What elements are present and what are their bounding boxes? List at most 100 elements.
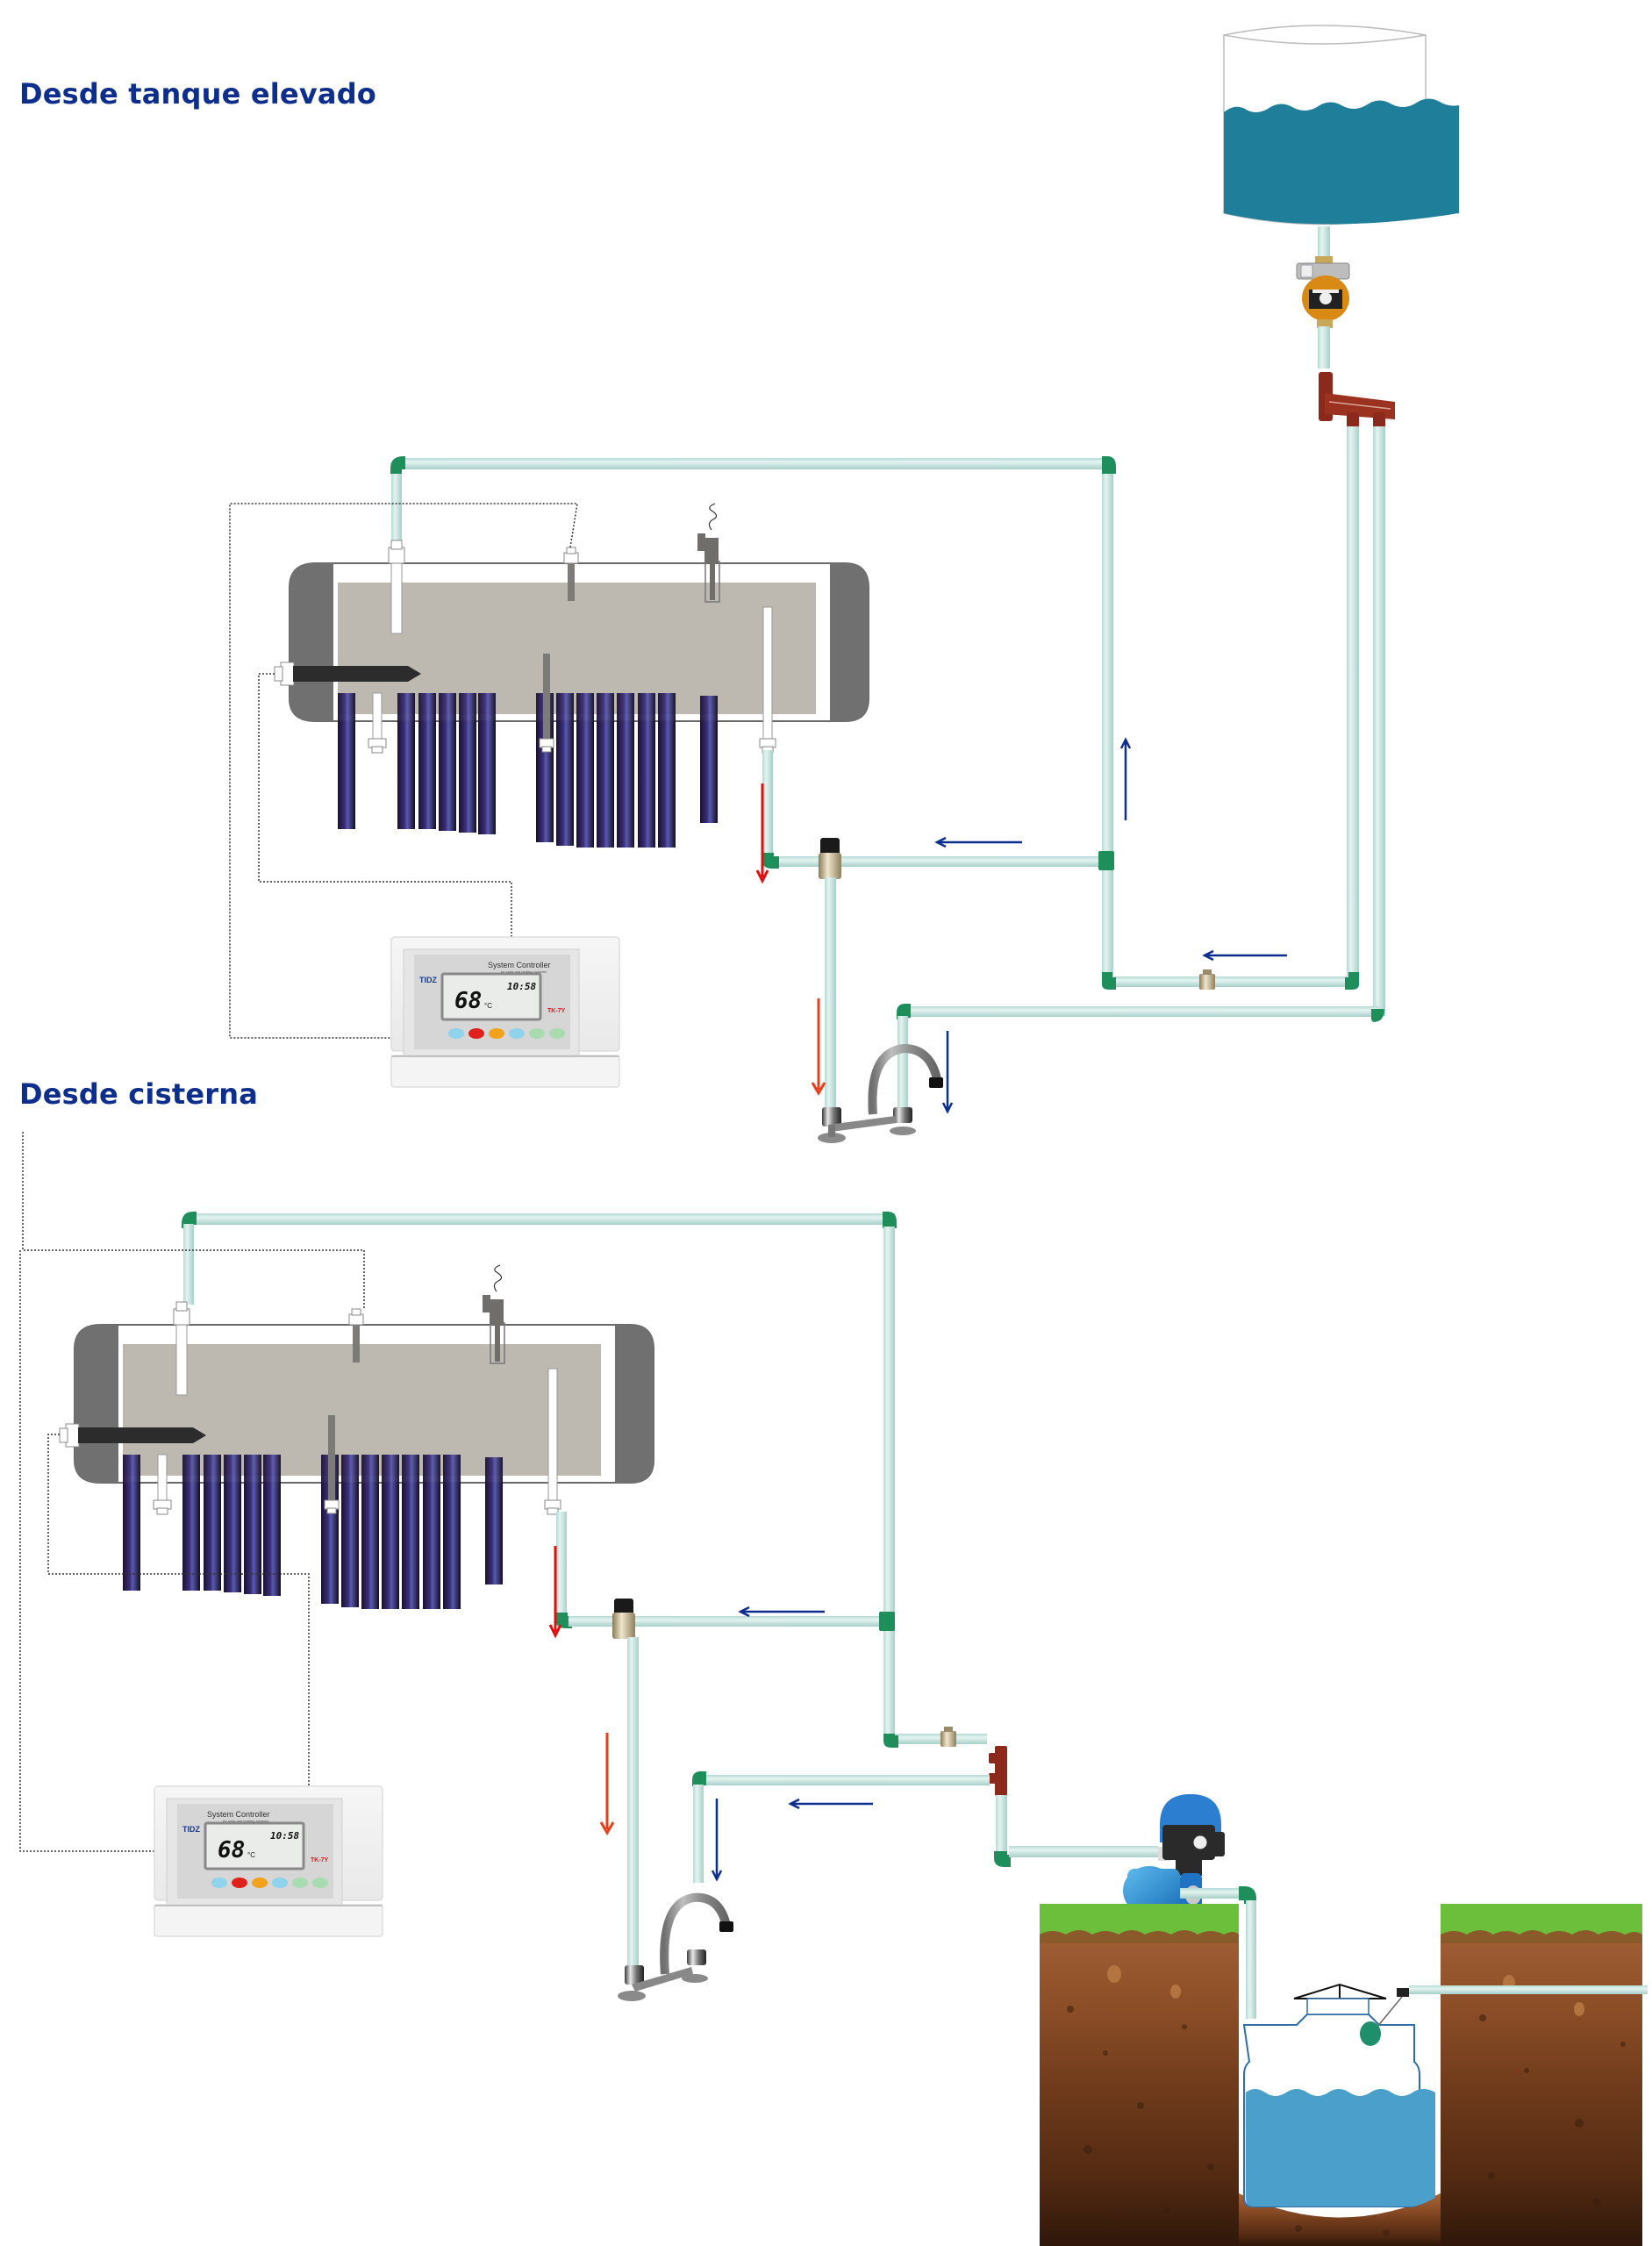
pipe-segment bbox=[693, 1785, 704, 1883]
distribution-manifold bbox=[1319, 372, 1395, 428]
pipe-segment bbox=[898, 1016, 908, 1112]
controller-buttons bbox=[448, 1028, 565, 1039]
pressurizer-pump bbox=[1296, 256, 1350, 328]
cold-water-arrow-down-icon bbox=[941, 1031, 954, 1114]
pipe-segment bbox=[1373, 426, 1385, 1016]
pipe-segment bbox=[902, 1006, 1380, 1017]
next-button[interactable] bbox=[272, 1878, 288, 1888]
solar-water-heater bbox=[274, 503, 869, 848]
tee-fitting bbox=[1098, 851, 1114, 870]
cold-water-arrow-left-icon bbox=[788, 1798, 873, 1810]
pipe-segment bbox=[1107, 976, 1356, 987]
elbow-fitting bbox=[1371, 1009, 1384, 1022]
set-button[interactable] bbox=[489, 1028, 504, 1039]
reset-button[interactable] bbox=[468, 1028, 484, 1039]
check-valve bbox=[940, 1727, 956, 1747]
hot-water-arrow-down-icon bbox=[599, 1733, 615, 1835]
down-button[interactable] bbox=[312, 1878, 328, 1888]
pipe-segment bbox=[890, 1734, 987, 1744]
hot-water-arrow-down-icon bbox=[548, 1546, 562, 1639]
controller-heading: System Controller bbox=[488, 961, 551, 969]
controller-temperature: 68 bbox=[454, 988, 482, 1014]
cold-water-arrow-up-icon bbox=[1119, 737, 1132, 820]
pipe-segment bbox=[776, 856, 1108, 867]
down-button[interactable] bbox=[549, 1028, 565, 1039]
section-title-cistern: Desde cisterna bbox=[19, 1077, 259, 1111]
faucet bbox=[618, 1892, 733, 2001]
pipe-segment bbox=[1009, 1846, 1158, 1857]
pipe-segment bbox=[1318, 226, 1330, 261]
cold-water-arrow-left-icon bbox=[1202, 949, 1287, 962]
check-valve bbox=[1199, 969, 1215, 990]
pipe-segment bbox=[183, 1224, 194, 1305]
pipe-segment bbox=[391, 465, 402, 546]
thermostatic-mixing-valve bbox=[612, 1599, 635, 1639]
elbow-fitting bbox=[994, 1851, 1011, 1867]
pipe-segment bbox=[556, 1512, 567, 1617]
cold-water-arrow-left-icon bbox=[934, 836, 1022, 848]
inlet-pipe bbox=[1409, 1985, 1648, 1994]
ground-cross-section bbox=[1040, 1904, 1642, 2246]
pipe-segment bbox=[1180, 1888, 1248, 1899]
controller-heading: System Controller bbox=[207, 1810, 270, 1819]
elevated-water-tank bbox=[1223, 25, 1459, 225]
controller-wiring-section-1 bbox=[229, 503, 578, 1039]
controller-buttons bbox=[211, 1878, 328, 1888]
pipe-segment bbox=[569, 1616, 889, 1627]
solar-controller-2: System Controller for solar and heating … bbox=[153, 1785, 384, 1938]
pipe-segment bbox=[189, 1213, 895, 1225]
pipe-segment bbox=[697, 1775, 990, 1785]
pipe-segment bbox=[1318, 326, 1330, 368]
next-button[interactable] bbox=[509, 1028, 525, 1039]
controller-time: 10:58 bbox=[270, 1830, 299, 1842]
lock-button[interactable] bbox=[448, 1028, 464, 1039]
flow-arrows-section-1 bbox=[755, 737, 1287, 1114]
thermostatic-mixing-valve bbox=[819, 838, 841, 879]
elbow-fitting bbox=[1345, 972, 1359, 990]
reset-button[interactable] bbox=[232, 1878, 247, 1888]
pipe-segment bbox=[1347, 426, 1359, 981]
pipe-segment bbox=[399, 458, 1112, 469]
controller-temp-unit: °C bbox=[247, 1851, 255, 1859]
up-button[interactable] bbox=[529, 1028, 545, 1039]
controller-temperature: 68 bbox=[218, 1837, 245, 1863]
elbow-fitting bbox=[1239, 1886, 1256, 1904]
elbow-fitting bbox=[390, 456, 405, 474]
elbow-fitting bbox=[883, 1734, 898, 1748]
controller-subheading: for solar and heating systems bbox=[501, 969, 547, 974]
pipe-segment bbox=[1102, 465, 1113, 983]
elbow-fitting bbox=[1102, 456, 1116, 474]
pipe-segment bbox=[1246, 1900, 1256, 2019]
elbow-fitting bbox=[692, 1771, 706, 1786]
controller-brand: TIDZ bbox=[182, 1825, 200, 1834]
cold-water-arrow-left-icon bbox=[738, 1606, 825, 1618]
cold-water-arrow-down-icon bbox=[711, 1799, 723, 1882]
controller-brand: TIDZ bbox=[419, 976, 437, 984]
float-valve bbox=[1360, 1988, 1409, 2046]
controller-model: TK-7Y bbox=[547, 1008, 566, 1014]
faucet bbox=[818, 1043, 943, 1143]
distribution-manifold bbox=[989, 1746, 1007, 1796]
elbow-fitting bbox=[883, 1212, 897, 1228]
tee-fitting bbox=[879, 1612, 895, 1631]
controller-model: TK-7Y bbox=[311, 1857, 329, 1863]
controller-time: 10:58 bbox=[507, 981, 536, 992]
controller-wiring-section-2 bbox=[19, 1132, 365, 1852]
controller-temp-unit: °C bbox=[484, 1002, 492, 1010]
hot-water-arrow-down-icon bbox=[755, 783, 769, 884]
elbow-fitting bbox=[897, 1004, 911, 1019]
section-title-elevated-tank: Desde tanque elevado bbox=[19, 77, 376, 111]
elbow-fitting bbox=[762, 853, 779, 869]
controller-subheading: for solar and heating systems bbox=[223, 1819, 268, 1823]
hot-water-arrow-down-icon bbox=[811, 998, 826, 1096]
pipe-segment bbox=[762, 750, 773, 857]
set-button[interactable] bbox=[252, 1878, 268, 1888]
pipe-segment bbox=[883, 1227, 895, 1738]
up-button[interactable] bbox=[292, 1878, 308, 1888]
flow-arrows-section-2 bbox=[548, 1546, 873, 1882]
pipe-segment bbox=[996, 1795, 1007, 1856]
pipe-segment bbox=[627, 1637, 639, 1971]
solar-controller-1: System Controller for solar and heating … bbox=[390, 935, 621, 1089]
lock-button[interactable] bbox=[211, 1878, 227, 1888]
